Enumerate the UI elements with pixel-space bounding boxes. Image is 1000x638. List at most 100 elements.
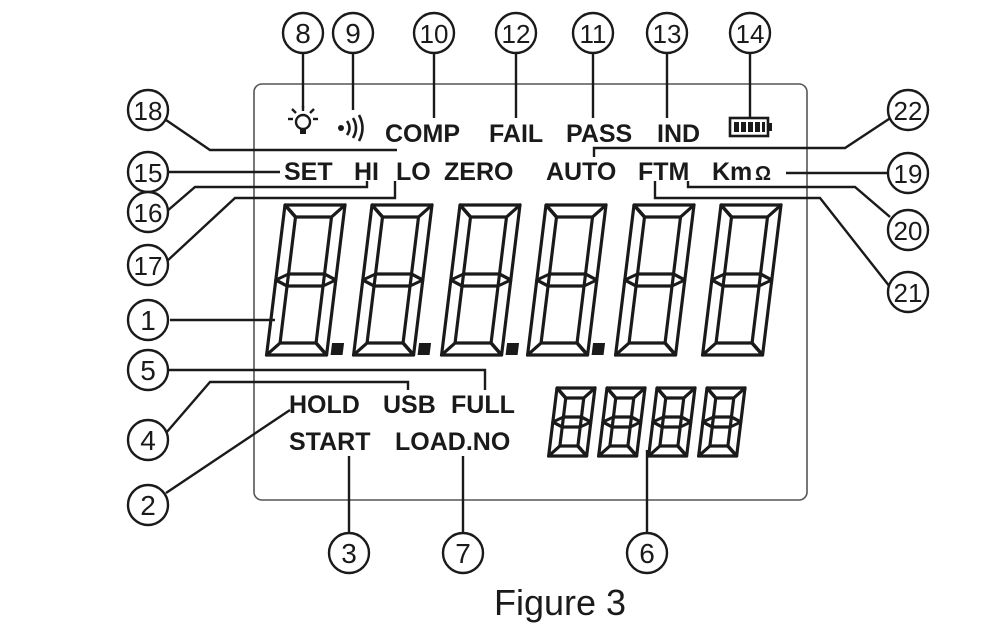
sub-digit-1-segment: [560, 415, 584, 429]
callout-circle: [728, 11, 772, 55]
callout-4: 4: [126, 418, 170, 462]
callout-14: 14: [728, 11, 772, 55]
callout-3: 3: [327, 531, 371, 575]
leader-4: [165, 380, 410, 434]
sub-digit-4-segment: [710, 415, 734, 429]
sub-digit-3: [647, 386, 697, 458]
callout-8: 8: [281, 11, 325, 55]
callout-circle: [494, 11, 538, 55]
callout-circle: [126, 88, 170, 132]
callout-number: 12: [502, 19, 531, 49]
load-no-indicator: LOAD.NO: [395, 428, 510, 456]
callout-number: 10: [420, 19, 449, 49]
sub-digit-3-segment: [647, 420, 664, 458]
leader-20: [686, 181, 891, 218]
main-digit-1-segment: [274, 203, 298, 282]
main-digit-4: [525, 203, 608, 357]
main-digit-5-segment: [623, 203, 647, 282]
callout-circle: [126, 190, 170, 234]
main-digit-6-segment: [721, 272, 763, 288]
battery-icon: [728, 116, 772, 138]
sub-digit-1-segment: [547, 420, 564, 458]
ftm-indicator: FTM: [638, 158, 689, 186]
callout-number: 7: [455, 538, 471, 569]
callout-number: 17: [134, 251, 163, 281]
callout-circle: [126, 348, 170, 392]
callout-2: 2: [126, 483, 170, 527]
main-display: [264, 203, 783, 357]
main-digit-1-segment: [264, 278, 289, 357]
hold-indicator: HOLD: [289, 391, 360, 419]
pass-indicator: PASS: [566, 120, 632, 148]
callout-number: 8: [295, 18, 311, 49]
callout-number: 21: [894, 278, 923, 308]
callout-circle: [886, 88, 930, 132]
start-indicator: START: [289, 428, 370, 456]
lo-indicator: LO: [396, 158, 431, 186]
ind-indicator: IND: [657, 120, 700, 148]
callout-circle: [327, 531, 371, 575]
indicator-row-3: HOLD USB FULL START LOAD.NO: [289, 391, 515, 456]
callout-20: 20: [886, 208, 930, 252]
callout-19: 19: [886, 151, 930, 195]
callout-circle: [331, 11, 375, 55]
main-digit-2: [351, 203, 434, 357]
main-digit-6-segment: [700, 278, 725, 357]
leader-22: [592, 115, 893, 157]
fail-indicator: FAIL: [489, 120, 543, 148]
callout-1: 1: [126, 298, 170, 342]
callout-number: 11: [580, 19, 607, 49]
main-digit-2-segment: [351, 278, 376, 357]
callout-10: 10: [412, 11, 456, 55]
callout-21: 21: [886, 270, 930, 314]
ohm-unit: Ω: [755, 163, 771, 185]
callout-5: 5: [126, 348, 170, 392]
callout-number: 22: [894, 96, 923, 126]
indicator-row-2: SET HI LO ZERO AUTO FTM Km Ω: [284, 158, 771, 186]
sub-digit-4-segment: [697, 420, 714, 458]
main-digit-3: [439, 203, 522, 357]
main-digit-1-segment: [285, 272, 327, 288]
sub-digit-1: [547, 386, 597, 458]
set-indicator: SET: [284, 158, 333, 186]
full-indicator: FULL: [451, 391, 515, 419]
callout-number: 14: [736, 19, 765, 49]
callout-number: 1: [140, 305, 156, 336]
callout-12: 12: [494, 11, 538, 55]
callout-number: 5: [140, 355, 156, 386]
leader-lines: [165, 48, 893, 536]
callout-13: 13: [645, 11, 689, 55]
leader-17: [165, 181, 397, 263]
callout-number: 2: [140, 490, 156, 521]
auto-indicator: AUTO: [546, 158, 616, 186]
usb-indicator: USB: [383, 391, 436, 419]
hi-indicator: HI: [354, 158, 379, 186]
lcd-frame: [253, 83, 808, 501]
callout-circle: [412, 11, 456, 55]
km-unit: Km: [712, 158, 752, 186]
callout-22: 22: [886, 88, 930, 132]
callout-circle: [126, 243, 170, 287]
main-digit-4-segment: [525, 278, 550, 357]
callout-circle: [126, 298, 170, 342]
main-digit-3-segment: [439, 278, 464, 357]
decimal-point: [591, 343, 606, 355]
main-digit-5: [613, 203, 696, 357]
callout-11: 11: [571, 11, 615, 55]
callout-circle: [886, 208, 930, 252]
main-digit-5-segment: [613, 278, 638, 357]
callout-circle: [571, 11, 615, 55]
callout-circle: [126, 483, 170, 527]
leader-5: [166, 368, 487, 390]
main-digit-4-segment: [535, 203, 559, 282]
callout-number: 19: [894, 159, 923, 189]
main-digit-3-segment: [449, 203, 473, 282]
beep-icon: [338, 114, 364, 142]
main-digit-4-segment: [546, 272, 588, 288]
callout-circle: [645, 11, 689, 55]
sub-digit-3-segment: [660, 415, 684, 429]
figure-caption: Figure 3: [494, 582, 626, 623]
